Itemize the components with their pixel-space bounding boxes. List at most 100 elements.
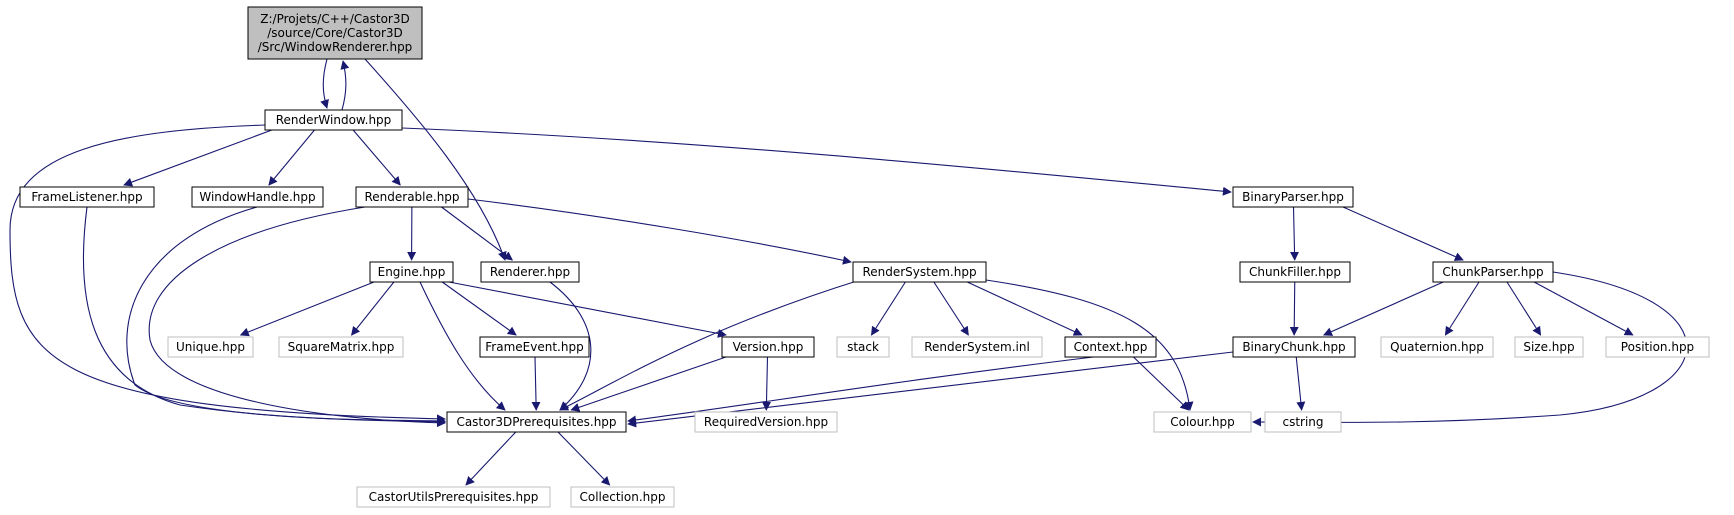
node-box (911, 336, 1043, 358)
node-unique: Unique.hpp (167, 336, 254, 358)
node-chunkfiller[interactable]: ChunkFiller.hpp (1239, 261, 1351, 283)
node-box (167, 336, 254, 358)
node-box (1264, 411, 1342, 433)
edge-prereq-to-collection (557, 431, 611, 486)
node-label: /source/Core/Castor3D (267, 26, 403, 40)
node-label: Colour.hpp (1170, 415, 1235, 429)
node-box (1232, 336, 1356, 358)
node-label: FrameListener.hpp (31, 190, 142, 204)
edge-rendersystem-to-context (967, 281, 1083, 336)
node-label: BinaryChunk.hpp (1242, 340, 1345, 354)
node-renderer[interactable]: Renderer.hpp (480, 261, 580, 283)
node-label: CastorUtilsPrerequisites.hpp (369, 490, 539, 504)
edge-context-to-prereq (627, 354, 1111, 425)
node-castorutilsprereq: CastorUtilsPrerequisites.hpp (356, 486, 551, 508)
node-box (446, 411, 627, 433)
node-label: Version.hpp (733, 340, 804, 354)
node-rendersystem[interactable]: RenderSystem.hpp (852, 261, 987, 283)
node-squarematrix: SquareMatrix.hpp (278, 336, 404, 358)
edge-chunkparser-to-size (1506, 281, 1542, 336)
node-label: ChunkFiller.hpp (1249, 265, 1341, 279)
edge-renderwindow-to-prereq (9, 124, 446, 424)
node-renderwindow[interactable]: RenderWindow.hpp (264, 109, 403, 131)
node-label: RenderSystem.inl (924, 340, 1030, 354)
node-collection: Collection.hpp (570, 486, 675, 508)
node-version[interactable]: Version.hpp (721, 336, 815, 358)
edge-frameevent-to-prereq (531, 356, 541, 411)
node-box (1380, 336, 1494, 358)
edge-chunkfiller-to-binarychunk (1289, 281, 1299, 336)
edge-renderwindow-to-windowhandle (268, 129, 315, 186)
edge-engine-to-prereq (419, 281, 506, 411)
edge-rendersystem-to-stack (870, 281, 906, 336)
node-label: Castor3DPrerequisites.hpp (456, 415, 616, 429)
edge-renderwindow-to-binaryparser (401, 127, 1232, 196)
edge-rendersystem-to-prereq (559, 279, 861, 411)
edge-rendersystem-to-rendersysteminl (933, 281, 969, 336)
edge-engine-to-version (448, 281, 727, 338)
node-label: WindowHandle.hpp (199, 190, 315, 204)
node-engine[interactable]: Engine.hpp (369, 261, 454, 283)
node-box (852, 261, 987, 283)
edge-engine-to-squarematrix (351, 281, 395, 336)
node-box (479, 336, 590, 358)
node-box (1232, 186, 1354, 208)
node-box (1064, 336, 1157, 358)
node-box (1153, 411, 1252, 433)
node-label: Context.hpp (1074, 340, 1148, 354)
edge-renderwindow-to-renderable (352, 129, 401, 186)
node-label: RenderSystem.hpp (862, 265, 976, 279)
node-label: Quaternion.hpp (1390, 340, 1484, 354)
edge-binaryparser-to-chunkparser (1342, 206, 1464, 261)
node-box (694, 411, 838, 433)
node-box (1605, 336, 1710, 358)
edge-renderwindow-to-framelistener (123, 129, 273, 187)
edge-renderable-to-renderer (441, 206, 514, 261)
node-colour: Colour.hpp (1153, 411, 1252, 433)
edge-renderer-to-prereq (549, 281, 592, 411)
node-label: cstring (1282, 415, 1323, 429)
node-root[interactable]: Z:/Projets/C++/Castor3D/source/Core/Cast… (247, 6, 423, 60)
node-label: BinaryParser.hpp (1242, 190, 1344, 204)
node-binarychunk[interactable]: BinaryChunk.hpp (1232, 336, 1356, 358)
edge-chunkparser-to-quaternion (1444, 281, 1480, 336)
node-box (480, 261, 580, 283)
node-label: Engine.hpp (378, 265, 446, 279)
edge-version-to-requiredversion (761, 356, 771, 411)
edge-renderable-to-rendersystem (467, 198, 852, 265)
node-box (278, 336, 404, 358)
node-prereq[interactable]: Castor3DPrerequisites.hpp (446, 411, 627, 433)
edge-framelistener-to-prereq (82, 206, 446, 426)
node-box (356, 486, 551, 508)
node-stack: stack (836, 336, 890, 358)
node-renderable[interactable]: Renderable.hpp (355, 186, 469, 208)
edge-chunkparser-to-position (1533, 281, 1634, 336)
node-cstring: cstring (1264, 411, 1342, 433)
edge-root-to-renderwindow (320, 58, 329, 109)
edge-engine-to-unique (239, 281, 375, 337)
node-box (191, 186, 324, 208)
node-chunkparser[interactable]: ChunkParser.hpp (1432, 261, 1554, 283)
edge-binarychunk-to-cstring (1295, 356, 1306, 411)
node-box (1432, 261, 1554, 283)
node-box (355, 186, 469, 208)
node-frameevent[interactable]: FrameEvent.hpp (479, 336, 590, 358)
node-label: FrameEvent.hpp (485, 340, 583, 354)
node-position: Position.hpp (1605, 336, 1710, 358)
node-windowhandle[interactable]: WindowHandle.hpp (191, 186, 324, 208)
node-context[interactable]: Context.hpp (1064, 336, 1157, 358)
node-box (721, 336, 815, 358)
edge-chunkparser-to-binarychunk (1323, 281, 1444, 336)
edge-renderwindow-to-root (340, 60, 350, 111)
node-label: RequiredVersion.hpp (704, 415, 828, 429)
node-label: Size.hpp (1523, 340, 1574, 354)
node-label: Renderer.hpp (490, 265, 570, 279)
node-binaryparser[interactable]: BinaryParser.hpp (1232, 186, 1354, 208)
node-label: Unique.hpp (176, 340, 245, 354)
node-label: RenderWindow.hpp (276, 113, 392, 127)
edge-prereq-to-castorutilsprereq (465, 431, 517, 486)
node-framelistener[interactable]: FrameListener.hpp (19, 186, 155, 208)
edge-engine-to-frameevent (441, 281, 517, 336)
node-rendersysteminl: RenderSystem.inl (911, 336, 1043, 358)
